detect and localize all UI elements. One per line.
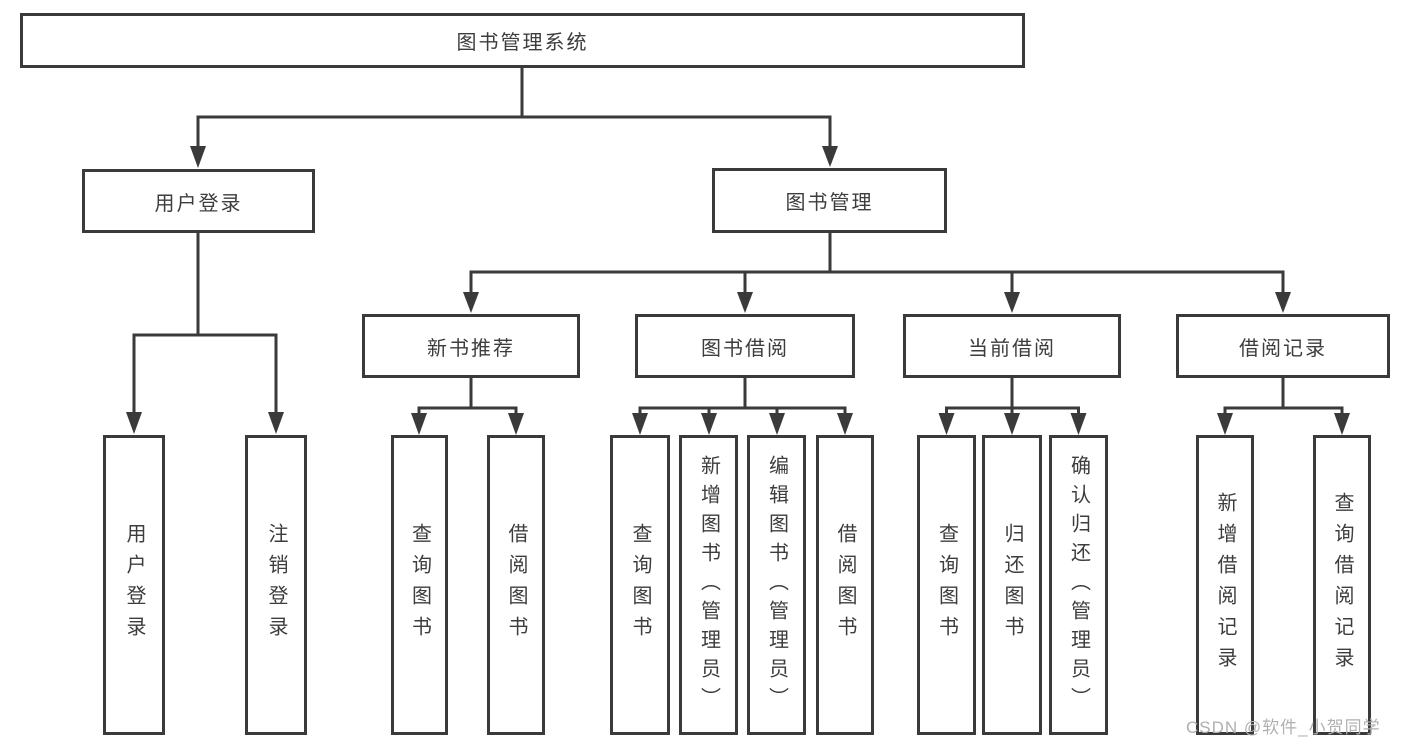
arrowhead-bb-borrow-books — [837, 413, 853, 435]
leaf-confirm-return-admin: 确认归还（管理员） — [1049, 435, 1108, 735]
node-current-borrowing: 当前借阅 — [903, 314, 1121, 378]
node-user-login: 用户登录 — [82, 169, 315, 233]
arrowhead-bb-query-books — [632, 413, 648, 435]
connector-book-borrowing-children — [638, 378, 847, 415]
connector-root-to-level2 — [196, 68, 832, 148]
leaf-add-books-admin: 新增图书（管理员） — [679, 435, 738, 735]
leaf-return-books: 归还图书 — [982, 435, 1042, 735]
arrowhead-current-borrowing — [1004, 292, 1020, 313]
connector-current-borrowing-children — [945, 378, 1080, 415]
leaf-query-borrow-record: 查询借阅记录 — [1313, 435, 1371, 735]
arrowhead-cb-return-books — [1004, 413, 1020, 435]
arrowhead-leaf-user-login — [126, 412, 142, 434]
leaf-add-borrow-record: 新增借阅记录 — [1196, 435, 1254, 735]
arrowhead-bb-add-books — [701, 413, 717, 435]
connector-book-management-children — [469, 233, 1285, 294]
arrowhead-nbr-query-books — [411, 413, 427, 435]
arrowhead-book-management — [822, 146, 838, 167]
leaf-borrow-books-recommend: 借阅图书 — [487, 435, 545, 735]
csdn-watermark: CSDN @软件_小贺同学 — [1186, 718, 1381, 737]
arrowhead-cb-confirm-return — [1070, 413, 1087, 435]
arrowhead-borrowing-records — [1275, 292, 1291, 313]
connector-user-login-children — [132, 233, 278, 414]
leaf-user-login: 用户登录 — [103, 435, 165, 735]
arrowhead-book-borrowing — [737, 292, 753, 313]
arrowhead-new-book-recommend — [463, 292, 479, 313]
leaf-query-books-current: 查询图书 — [917, 435, 976, 735]
leaf-query-books-recommend: 查询图书 — [391, 435, 448, 735]
leaf-query-books-borrowing: 查询图书 — [610, 435, 670, 735]
node-root-system: 图书管理系统 — [20, 13, 1025, 68]
arrowhead-bb-edit-books — [769, 413, 785, 435]
arrowhead-user-login — [190, 146, 206, 168]
leaf-edit-books-admin: 编辑图书（管理员） — [747, 435, 806, 735]
arrowhead-nbr-borrow-books — [508, 413, 524, 435]
arrowhead-br-add-record — [1217, 413, 1233, 435]
arrowhead-br-query-record — [1334, 413, 1350, 435]
leaf-logout: 注销登录 — [245, 435, 307, 735]
connector-borrowing-records-children — [1223, 378, 1344, 415]
node-book-borrowing: 图书借阅 — [635, 314, 855, 378]
leaf-borrow-books-borrowing: 借阅图书 — [816, 435, 874, 735]
node-new-book-recommend: 新书推荐 — [362, 314, 580, 378]
node-book-management: 图书管理 — [712, 168, 947, 233]
arrowhead-cb-query-books — [938, 413, 955, 435]
node-borrowing-records: 借阅记录 — [1176, 314, 1390, 378]
arrowhead-leaf-logout — [268, 412, 284, 434]
connector-new-book-recommend-children — [417, 378, 518, 415]
